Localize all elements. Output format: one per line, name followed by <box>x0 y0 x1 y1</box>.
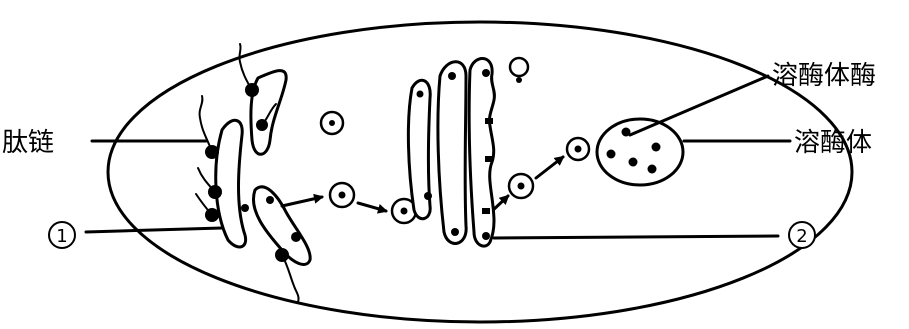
leader-marker-2 <box>494 236 778 238</box>
transport-vesicle-golgi-2 <box>567 138 589 160</box>
transport-vesicle-er <box>330 183 354 207</box>
svg-text:2: 2 <box>796 226 807 247</box>
lysosome-organelle <box>597 119 683 185</box>
golgi-apparatus <box>408 58 494 246</box>
label-lysosome: 溶酶体 <box>794 128 872 158</box>
transport-vesicle-golgi-1 <box>509 174 533 198</box>
label-lysosomal-enzyme: 溶酶体酶 <box>772 61 876 91</box>
marker-1: ① 1 <box>49 222 75 248</box>
label-peptide-chain: 肽链 <box>2 128 54 158</box>
svg-text:1: 1 <box>56 226 67 247</box>
free-vesicle-top <box>321 112 343 134</box>
marker-2: ② 2 <box>789 222 815 248</box>
